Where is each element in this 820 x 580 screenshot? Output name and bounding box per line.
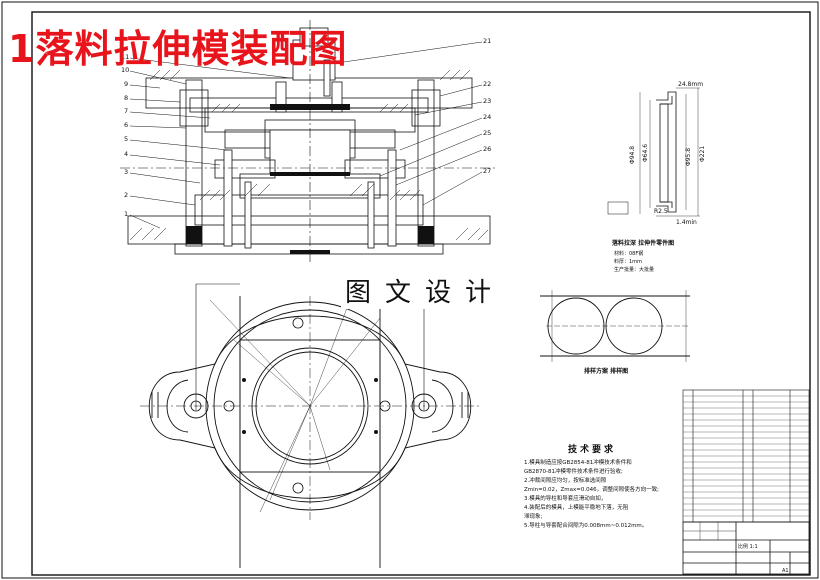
leader-lines-left (129, 57, 291, 229)
part-label-7: 7 (124, 107, 128, 115)
assembly-section-view (120, 20, 498, 262)
part-label-11: 11 (121, 53, 129, 61)
tech-req-line: GB2870-81冲模零件技术条件进行验收; (524, 469, 623, 475)
part-label-5: 5 (124, 135, 128, 143)
part-label-27: 27 (483, 167, 491, 175)
part-label-24: 24 (483, 113, 491, 121)
part-spec-thickness: 料厚：1mm (614, 259, 642, 265)
dim-d3: Φ95.8 (685, 148, 692, 166)
part-label-1: 1 (124, 210, 128, 218)
title-block-sheet: A1 (782, 568, 789, 574)
dim-radius: R2.5 (654, 208, 668, 215)
part-label-26: 26 (483, 145, 491, 153)
dim-d1: Φ94.8 (629, 146, 636, 164)
plan-view-holes (190, 317, 430, 494)
dim-d4: Φ221 (699, 146, 706, 162)
watermark: 图文设计 (341, 272, 510, 309)
part-label-10: 10 (121, 66, 129, 74)
dim-d2: Φ64.6 (642, 144, 649, 162)
section-hatching (129, 69, 489, 241)
part-spec-material: 材料：08F钢 (614, 251, 644, 257)
part-label-23: 23 (483, 97, 491, 105)
title-block-rule (683, 522, 736, 540)
leader-lines-right (329, 41, 483, 206)
bom-rows (683, 395, 809, 517)
tech-req-line: 5.导柱与导套配合间隙为0.008mm~0.012mm。 (524, 523, 648, 529)
section-solid-parts (186, 104, 434, 254)
part-view-caption: 落料拉深 拉伸件零件图 (612, 240, 675, 247)
drawing-frame (31, 11, 811, 576)
tech-req-line: Zmin=0.02，Zmax=0.046，调整间隙使各方向一致; (524, 487, 659, 493)
part-label-25: 25 (483, 129, 491, 137)
tolerance-box (607, 201, 629, 215)
part-label-22: 22 (483, 80, 491, 88)
part-number-labels: 1 2 3 4 5 6 7 8 9 10 11 21 22 23 24 25 2… (121, 37, 491, 218)
tech-req-line: 3.模具的导柱和导套应滑动自如， (524, 496, 607, 502)
title-block-scale: 比例 1:1 (738, 543, 758, 550)
part-drawing-view (639, 87, 700, 217)
dim-thickness: 1.4min (676, 219, 697, 226)
tech-req-line: 4.装配后的模具，上模能平稳地下落，无阻 (524, 505, 629, 511)
part-label-6: 6 (124, 121, 128, 129)
dim-flange: 24.8mm (678, 81, 703, 88)
assembly-plan-view (140, 283, 480, 568)
tech-req-line: 1.模具制造应按GB2854-81冲模技术条件和 (524, 460, 632, 466)
part-label-4: 4 (124, 150, 128, 158)
part-label-3: 3 (124, 168, 128, 176)
part-spec-batch: 生产批量：大批量 (614, 267, 655, 273)
part-label-9: 9 (124, 80, 128, 88)
tech-req-line: 2.冲裁间隙应均匀，按标准选间隙 (524, 478, 607, 484)
title-block (682, 521, 810, 575)
drawing-title: 1落料拉伸模装配图 (8, 27, 348, 71)
strip-layout-view (540, 290, 690, 362)
plan-view-dots (242, 378, 378, 434)
tech-req-heading: 技术要求 (568, 445, 617, 455)
part-label-8: 8 (124, 94, 128, 102)
part-label-21: 21 (483, 37, 491, 45)
tech-req-line: 滞现象; (524, 514, 543, 520)
part-dims: 24.8mm Φ94.8 Φ64.6 Φ95.8 Φ221 1.4min R2.… (629, 81, 706, 226)
layout-view-caption: 排样方案 排样图 (584, 368, 629, 375)
part-label-2: 2 (124, 191, 128, 199)
